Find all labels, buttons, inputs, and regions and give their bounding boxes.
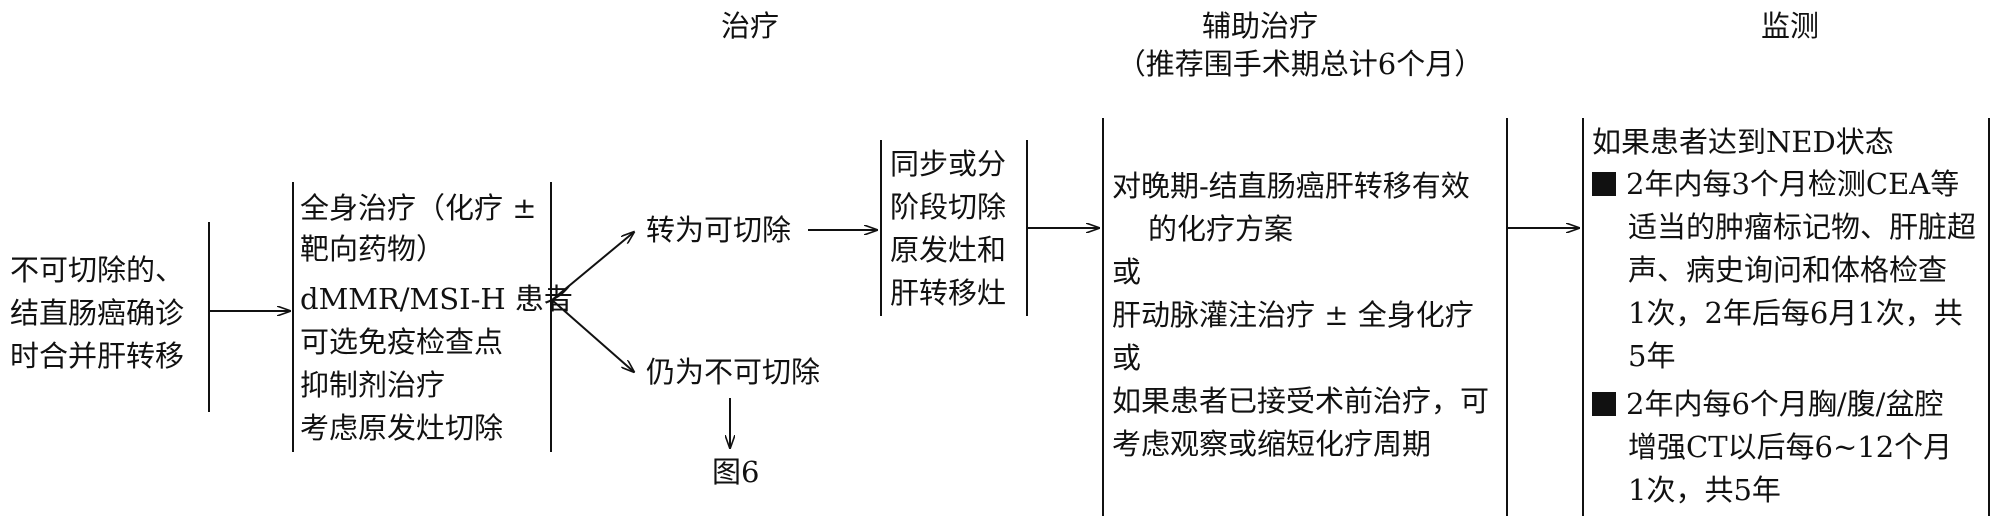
treatment-line-1: 全身治疗（化疗 ± xyxy=(300,191,537,225)
square-bullet-icon xyxy=(1592,392,1616,416)
monitoring-b2-line-3: 1次，共5年 xyxy=(1628,473,1781,507)
treatment-line-2: 靶向药物） xyxy=(300,232,446,266)
start-box-right-border xyxy=(208,222,210,412)
monitoring-box-left-border xyxy=(1582,118,1584,516)
surgery-line-2: 阶段切除 xyxy=(890,190,1007,224)
adjuvant-box-left-border xyxy=(1102,118,1104,516)
arrow-treatment-to-resectable xyxy=(551,232,634,301)
monitoring-b2-line-2: 增强CT以后每6~12个月 xyxy=(1628,430,1953,464)
surgery-box-left-border xyxy=(880,140,882,316)
treatment-line-3: dMMR/MSI-H 患者 xyxy=(300,282,573,316)
treatment-line-6: 考虑原发灶切除 xyxy=(300,411,504,445)
adjuvant-line-3: 或 xyxy=(1112,255,1142,289)
surgery-line-1: 同步或分 xyxy=(890,147,1007,181)
start-line-3: 时合并肝转移 xyxy=(10,339,185,373)
surgery-line-3: 原发灶和 xyxy=(890,233,1007,267)
monitoring-bullet-1: 2年内每3个月检测CEA等 xyxy=(1592,170,1959,199)
adjuvant-line-1: 对晚期-结直肠癌肝转移有效 xyxy=(1112,169,1470,203)
surgery-box-right-border xyxy=(1026,140,1028,316)
adjuvant-line-7: 考虑观察或缩短化疗周期 xyxy=(1112,427,1432,461)
start-line-1: 不可切除的、 xyxy=(10,253,185,287)
square-bullet-icon xyxy=(1592,172,1616,196)
adjuvant-line-2: 的化疗方案 xyxy=(1148,212,1294,246)
treatment-line-4: 可选免疫检查点 xyxy=(300,325,504,359)
outcome-unresectable: 仍为不可切除 xyxy=(646,355,821,389)
adjuvant-line-6: 如果患者已接受术前治疗，可 xyxy=(1112,384,1490,418)
treatment-box-right-border xyxy=(550,182,552,452)
start-line-2: 结直肠癌确诊 xyxy=(10,296,185,330)
arrow-treatment-to-unresectable xyxy=(551,299,634,372)
adjuvant-line-4: 肝动脉灌注治疗 ± 全身化疗 xyxy=(1112,298,1474,332)
adjuvant-line-5: 或 xyxy=(1112,341,1142,375)
monitoring-intro: 如果患者达到NED状态 xyxy=(1592,125,1894,159)
monitoring-box-right-border xyxy=(1988,118,1990,516)
header-adjuvant: 辅助治疗 xyxy=(1201,9,1318,43)
header-monitoring: 监测 xyxy=(1760,9,1819,43)
treatment-box-left-border xyxy=(292,182,294,452)
monitoring-b1-line-1: 2年内每3个月检测CEA等 xyxy=(1626,167,1960,201)
monitoring-bullet-2: 2年内每6个月胸/腹/盆腔 xyxy=(1592,390,1943,419)
treatment-line-5: 抑制剂治疗 xyxy=(300,368,446,402)
monitoring-b1-line-2: 适当的肿瘤标记物、肝脏超 xyxy=(1628,210,1977,244)
header-treatment: 治疗 xyxy=(720,9,779,43)
outcome-resectable: 转为可切除 xyxy=(646,213,792,247)
header-adjuvant-note: （推荐围手术期总计6个月） xyxy=(1116,47,1484,81)
monitoring-b1-line-5: 5年 xyxy=(1628,339,1676,373)
monitoring-b1-line-4: 1次，2年后每6月1次，共 xyxy=(1628,296,1963,330)
surgery-line-4: 肝转移灶 xyxy=(890,276,1007,310)
monitoring-b1-line-3: 声、病史询问和体格检查 xyxy=(1628,253,1948,287)
monitoring-b2-line-1: 2年内每6个月胸/腹/盆腔 xyxy=(1626,387,1944,421)
adjuvant-box-right-border xyxy=(1506,118,1508,516)
see-figure-6: 图6 xyxy=(712,455,760,489)
